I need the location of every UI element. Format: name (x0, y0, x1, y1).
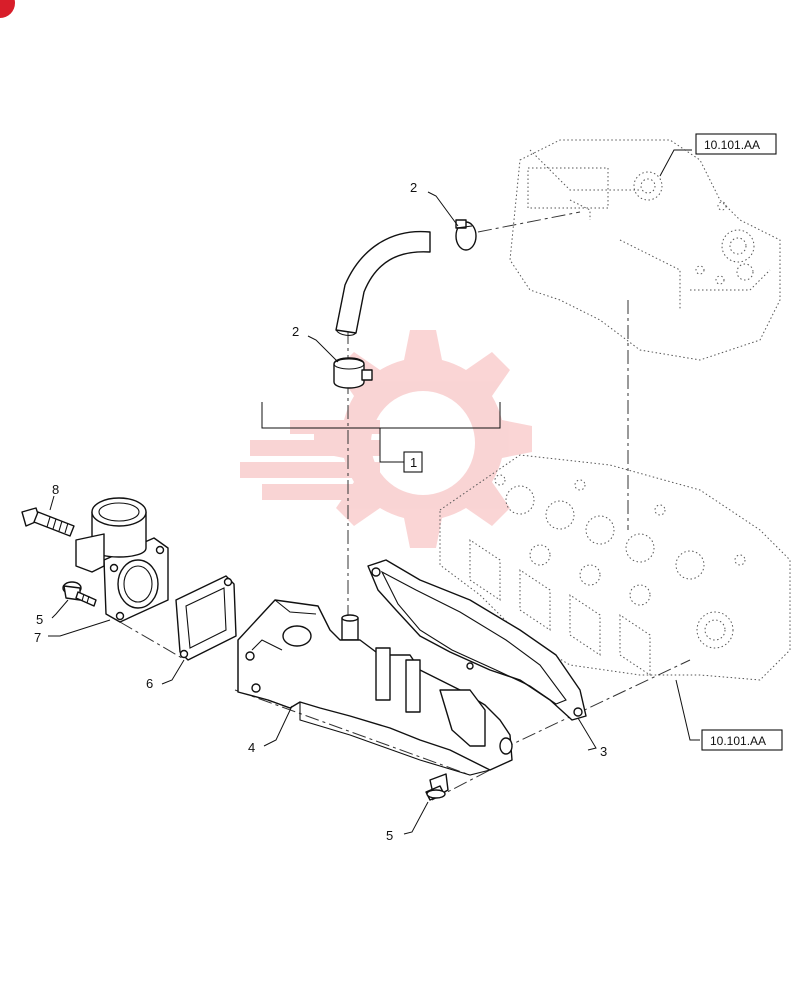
bolt-short-upper (62, 581, 97, 607)
inlet-elbow (75, 497, 169, 623)
bolt-long (21, 507, 75, 537)
inlet-gasket (175, 575, 237, 661)
cylinder-head-reference (439, 454, 791, 681)
center-line-gasket-right (234, 689, 471, 776)
watermark-logo (240, 330, 532, 548)
breather-hose (335, 230, 431, 336)
breather-fitting (341, 614, 359, 641)
callout-1: 1 (410, 455, 417, 470)
callout-5-upper: 5 (36, 612, 43, 627)
center-line-gasket-left (119, 621, 183, 659)
bolt-short-lower (425, 773, 449, 801)
reference-bottom: 10.101.AA (710, 734, 766, 748)
center-line-manifold-head (499, 659, 691, 751)
reference-top: 10.101.AA (704, 138, 760, 152)
corner-marker (0, 0, 15, 18)
group-bracket (261, 402, 501, 429)
hose-clamp-lower (333, 357, 373, 389)
intake-manifold (237, 599, 513, 776)
valve-cover-reference (509, 139, 781, 361)
center-line-breather (477, 211, 581, 233)
callout-2-lower: 2 (292, 324, 299, 339)
callout-3: 3 (600, 744, 607, 759)
hose-clamp-upper (455, 219, 477, 251)
callout-1-box (403, 451, 423, 473)
callout-8: 8 (52, 482, 59, 497)
callout-6: 6 (146, 676, 153, 691)
manifold-gasket (367, 559, 587, 721)
reference-box-bottom (701, 729, 783, 751)
callout-4: 4 (248, 740, 255, 755)
reference-box-top (695, 133, 777, 155)
callout-5-lower: 5 (386, 828, 393, 843)
callout-2-upper: 2 (410, 180, 417, 195)
callout-7: 7 (34, 630, 41, 645)
